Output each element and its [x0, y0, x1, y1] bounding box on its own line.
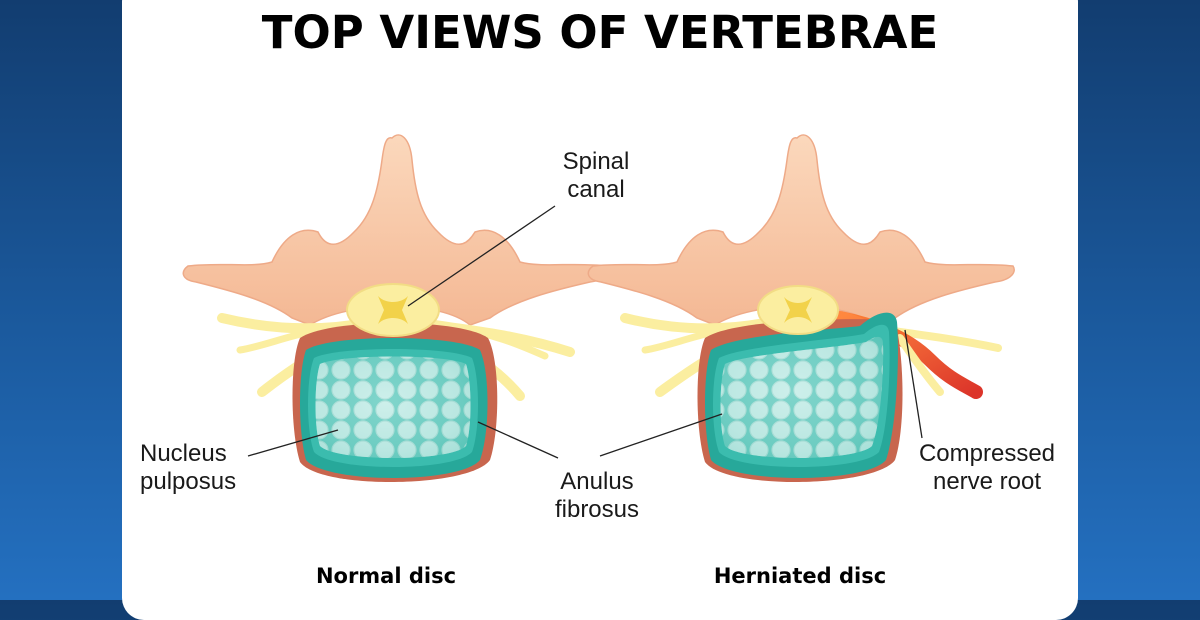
normal-vertebra [182, 134, 610, 483]
compressed-nerve-root-label: Compressed nerve root [918, 440, 1056, 495]
vertebrae-diagram [182, 134, 1015, 483]
nucleus-pulposus-label: Nucleus pulposus [140, 440, 237, 495]
herniated-vertebra [587, 134, 1015, 483]
normal-disc-caption: Normal disc [315, 564, 457, 588]
anulus-fibrosus-label: Anulus fibrosus [554, 468, 640, 523]
leader-lines [247, 205, 923, 459]
herniated-disc-caption: Herniated disc [713, 564, 887, 588]
page-title: TOP VIEWS OF VERTEBRAE [261, 6, 939, 59]
spinal-canal-label: Spinal canal [562, 148, 630, 203]
